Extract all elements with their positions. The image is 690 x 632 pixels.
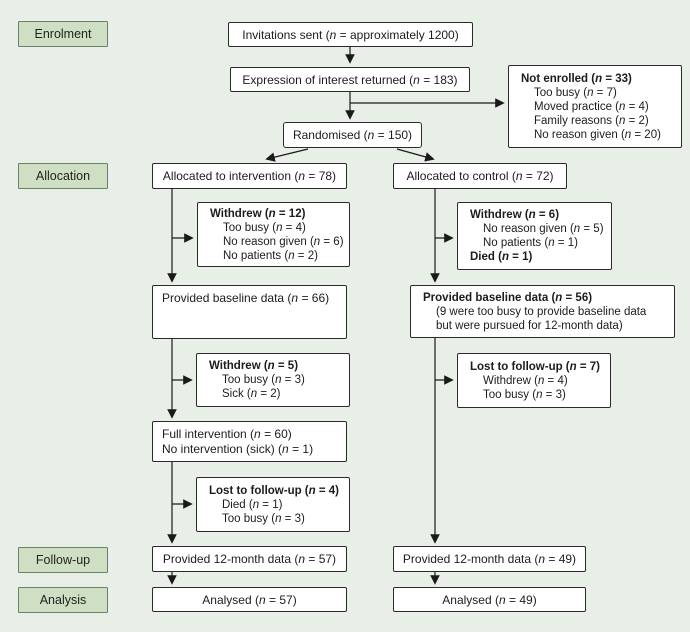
- box-invitations-sent: Invitations sent (n = approximately 1200…: [228, 22, 473, 47]
- box-expression-text: Expression of interest returned (n = 183…: [242, 72, 458, 87]
- arrow-randomised-to-intervention: [265, 148, 309, 162]
- data-57-text: Provided 12-month data (n = 57): [162, 552, 337, 566]
- box-withdrew-6: Withdrew (n = 6) No reason given (n = 5)…: [457, 202, 612, 270]
- withdrew-12-reason: No reason given (n = 6): [223, 235, 344, 248]
- lost-4-reason: Died (n = 1): [222, 498, 283, 511]
- arrow-randomised-to-control: [396, 148, 435, 162]
- stage-label-enrolment: Enrolment: [18, 21, 108, 47]
- lost-7-reason: Too busy (n = 3): [483, 388, 566, 401]
- lost-4-header: Lost to follow-up (n = 4): [209, 484, 340, 497]
- box-allocated-control: Allocated to control (n = 72): [393, 163, 567, 189]
- baseline-56-header: Provided baseline data (n = 56): [423, 291, 593, 304]
- not-enrolled-reason: Family reasons (n = 2): [534, 114, 649, 127]
- box-12-month-data-49: Provided 12-month data (n = 49): [393, 546, 586, 572]
- withdrew-12-reason: Too busy (n = 4): [223, 221, 306, 234]
- withdrew-5-header: Withdrew (n = 5): [209, 360, 299, 372]
- withdrew-12-reason: No patients (n = 2): [223, 249, 318, 262]
- not-enrolled-reason: No reason given (n = 20): [534, 128, 661, 141]
- stage-label-follow-up: Follow-up: [18, 547, 108, 573]
- box-analysed-57: Analysed (n = 57): [152, 587, 347, 612]
- box-lost-to-follow-up-7: Lost to follow-up (n = 7) Withdrew (n = …: [457, 353, 611, 408]
- box-allocated-intervention: Allocated to intervention (n = 78): [152, 163, 347, 189]
- withdrew-12-header: Withdrew (n = 12): [210, 207, 306, 220]
- data-49-text: Provided 12-month data (n = 49): [402, 552, 577, 566]
- box-withdrew-12: Withdrew (n = 12) Too busy (n = 4) No re…: [197, 202, 350, 267]
- full-intervention-line: No intervention (sick) (n = 1): [162, 441, 314, 456]
- box-analysed-49: Analysed (n = 49): [393, 587, 586, 612]
- withdrew-6-reason: No patients (n = 1): [483, 237, 578, 249]
- baseline-56-note: (9 were too busy to provide baseline dat…: [436, 305, 647, 318]
- withdrew-6-died: Died (n = 1): [470, 251, 533, 263]
- withdrew-5-reason: Sick (n = 2): [222, 388, 281, 400]
- box-not-enrolled: Not enrolled (n = 33) Too busy (n = 7) M…: [508, 65, 682, 148]
- analysed-57-text: Analysed (n = 57): [202, 592, 297, 607]
- box-baseline-data-66: Provided baseline data (n = 66): [152, 285, 347, 339]
- not-enrolled-header: Not enrolled (n = 33): [521, 72, 632, 85]
- full-intervention-line: Full intervention (n = 60): [162, 426, 292, 441]
- baseline-66-text: Provided baseline data (n = 66): [162, 291, 330, 305]
- withdrew-6-reason: No reason given (n = 5): [483, 223, 604, 235]
- box-expression-of-interest: Expression of interest returned (n = 183…: [230, 67, 470, 92]
- box-randomised-text: Randomised (n = 150): [292, 128, 413, 142]
- box-baseline-data-56: Provided baseline data (n = 56) (9 were …: [410, 285, 675, 338]
- box-randomised: Randomised (n = 150): [283, 122, 422, 148]
- not-enrolled-reason: Moved practice (n = 4): [534, 100, 649, 113]
- lost-4-reason: Too busy (n = 3): [222, 512, 305, 525]
- baseline-56-note: but were pursued for 12-month data): [436, 319, 623, 332]
- box-full-intervention: Full intervention (n = 60) No interventi…: [152, 421, 347, 462]
- box-lost-to-follow-up-4: Lost to follow-up (n = 4) Died (n = 1) T…: [196, 477, 350, 532]
- box-12-month-data-57: Provided 12-month data (n = 57): [152, 546, 347, 572]
- analysed-49-text: Analysed (n = 49): [442, 592, 537, 607]
- stage-label-analysis: Analysis: [18, 587, 108, 613]
- lost-7-header: Lost to follow-up (n = 7): [470, 360, 601, 373]
- not-enrolled-reason: Too busy (n = 7): [534, 86, 617, 99]
- stage-label-allocation: Allocation: [18, 163, 108, 189]
- box-invitations-text: Invitations sent (n = approximately 1200…: [242, 27, 459, 42]
- withdrew-5-reason: Too busy (n = 3): [222, 374, 305, 386]
- box-withdrew-5: Withdrew (n = 5) Too busy (n = 3) Sick (…: [196, 353, 350, 407]
- box-allocated-intervention-text: Allocated to intervention (n = 78): [162, 169, 337, 183]
- withdrew-6-header: Withdrew (n = 6): [470, 209, 560, 221]
- lost-7-reason: Withdrew (n = 4): [483, 374, 568, 387]
- box-allocated-control-text: Allocated to control (n = 72): [406, 169, 554, 183]
